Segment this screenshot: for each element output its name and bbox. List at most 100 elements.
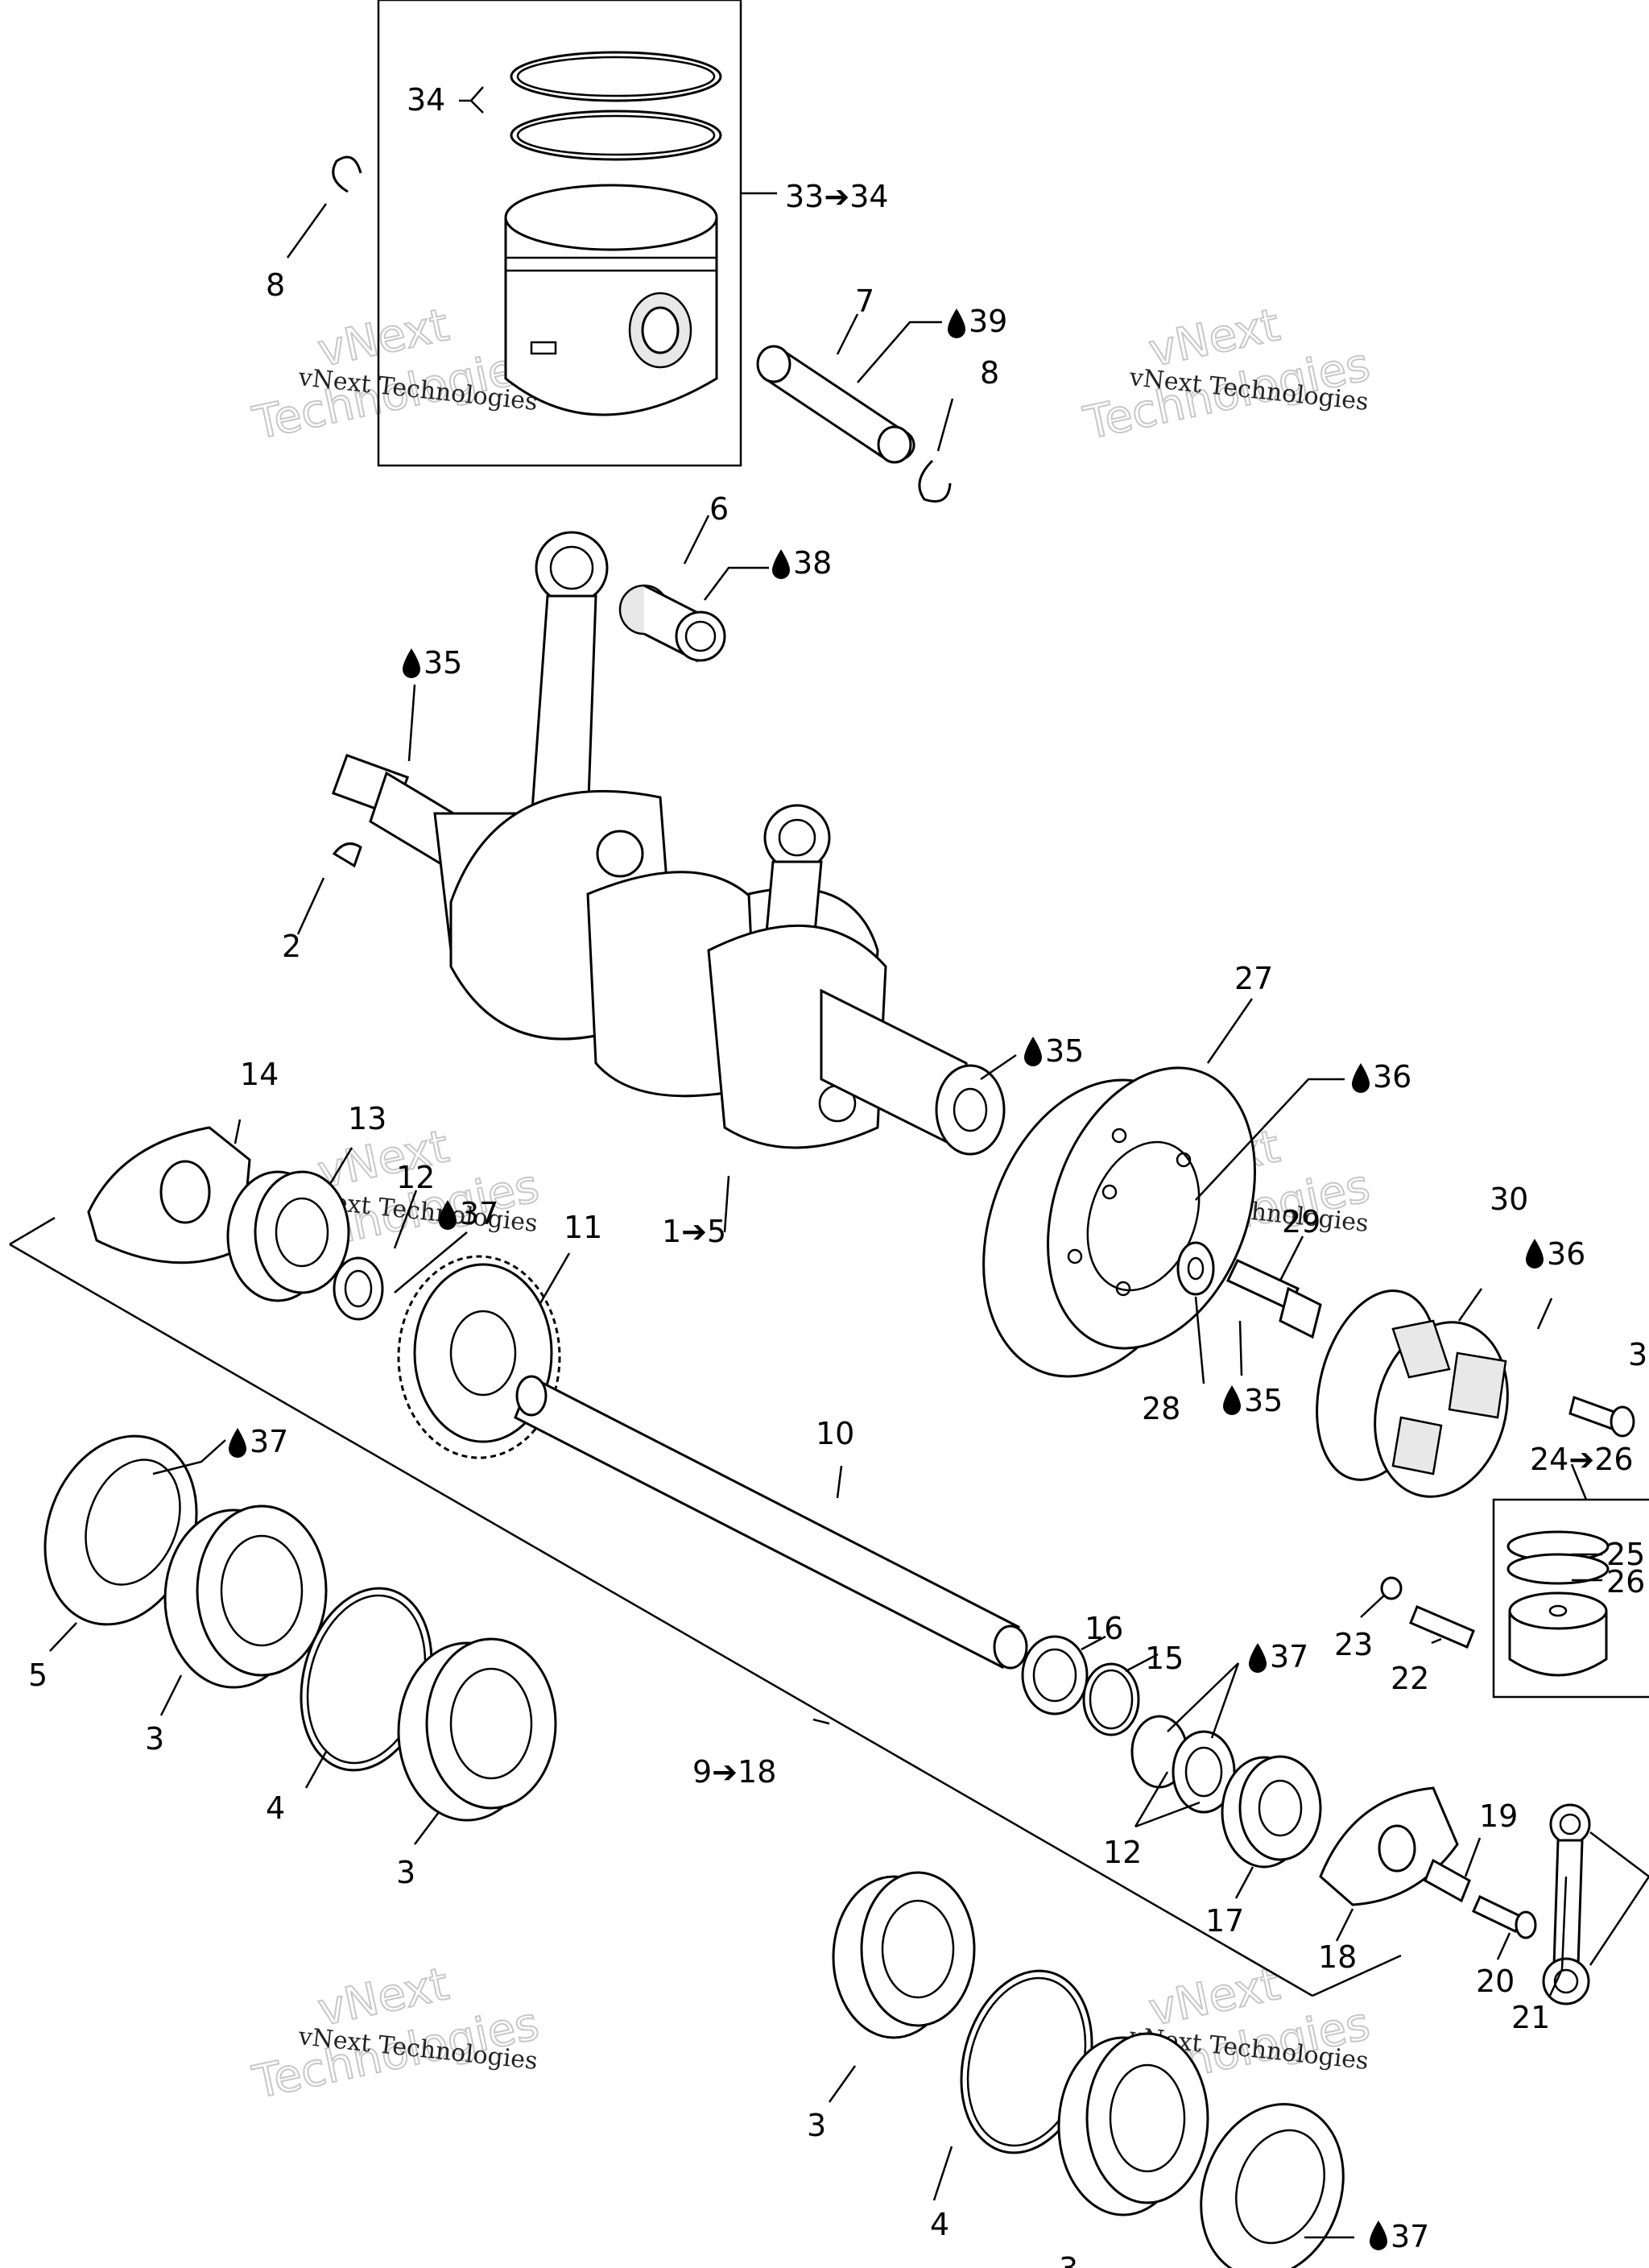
seal-37-bottom <box>1200 2103 1345 2268</box>
label-15: 15 <box>1145 1641 1184 1676</box>
washer-15 <box>1082 1662 1140 1736</box>
label-3-a: 3 <box>145 1721 164 1757</box>
label-26: 26 <box>1606 1564 1645 1600</box>
bearing-17 <box>1221 1755 1322 1869</box>
label-29: 29 <box>1282 1204 1320 1240</box>
seal-12-top <box>333 1256 384 1321</box>
counterweight-18 <box>1319 1786 1459 1906</box>
oil-drop-icon-35a <box>403 648 420 678</box>
label-22: 22 <box>1391 1661 1429 1696</box>
watermark-top-right: vNext Technologies vNext Technologies <box>1078 298 1374 451</box>
counterweight-14 <box>87 1126 251 1264</box>
label-37-mid: 37 <box>1270 1639 1308 1674</box>
hub-30 <box>1316 1289 1509 1498</box>
oil-drop-icon-35c <box>1223 1385 1241 1415</box>
label-13: 13 <box>348 1101 386 1136</box>
leader-lines <box>49 86 1649 2239</box>
label-35-mid: 35 <box>1045 1033 1084 1069</box>
label-23: 23 <box>1334 1627 1373 1662</box>
pin-22 <box>1409 1605 1475 1649</box>
label-7: 7 <box>855 284 874 319</box>
label-16: 16 <box>1085 1611 1123 1646</box>
label-6: 6 <box>709 491 729 527</box>
piston <box>504 184 718 416</box>
label-12-bottom: 12 <box>1103 1835 1142 1870</box>
oil-drop-icon-36a <box>1352 1063 1370 1093</box>
label-39: 39 <box>969 304 1007 339</box>
label-36-top: 36 <box>1373 1059 1411 1095</box>
sleeve-19 <box>1424 1858 1471 1903</box>
oil-drop-icon-37b <box>229 1428 246 1458</box>
label-5: 5 <box>28 1658 48 1693</box>
label-35-top: 35 <box>424 645 462 681</box>
label-24-26: 24➔26 <box>1530 1442 1634 1477</box>
label-12-top: 12 <box>396 1160 435 1195</box>
screw-31 <box>1568 1396 1635 1438</box>
bearing-13 <box>226 1170 350 1302</box>
label-10: 10 <box>816 1416 854 1451</box>
label-1-5: 1➔5 <box>662 1214 726 1249</box>
washer-28 <box>1176 1241 1215 1296</box>
piston-pin-7 <box>756 345 915 464</box>
oil-drop-icon-37d <box>1370 2220 1387 2250</box>
balance-shaft-10 <box>514 1375 1028 1670</box>
part-labels: 34 33➔34 8 7 39 8 6 38 35 2 27 35 36 14 … <box>28 82 1647 2268</box>
woodruff-key-2 <box>332 842 362 868</box>
needle-bearing-16 <box>1021 1635 1089 1715</box>
label-34: 34 <box>407 82 445 118</box>
label-17: 17 <box>1205 1903 1244 1939</box>
bearing-3-d <box>1057 2032 1209 2216</box>
label-20: 20 <box>1476 1964 1515 1999</box>
label-3-b: 3 <box>396 1855 415 1890</box>
label-36-mid: 36 <box>1547 1236 1585 1272</box>
watermark-bottom-left: vNext Technologies vNext Technologies <box>247 1957 543 2110</box>
label-3-d: 3 <box>1059 2251 1078 2268</box>
oil-drop-icon-37a <box>439 1200 457 1230</box>
oil-drop-icon-38 <box>772 549 790 579</box>
label-2: 2 <box>282 929 301 964</box>
label-21: 21 <box>1511 2000 1550 2035</box>
connecting-rod <box>530 531 609 823</box>
label-37-bottom: 37 <box>1391 2219 1429 2254</box>
oil-drop-icon-39 <box>948 308 965 338</box>
bearing-3-c <box>832 1871 976 2039</box>
circlip-8-right <box>918 459 952 503</box>
label-19: 19 <box>1479 1798 1518 1834</box>
label-25: 25 <box>1606 1537 1645 1572</box>
label-11: 11 <box>564 1210 602 1245</box>
screw-20 <box>1472 1894 1537 1939</box>
label-28: 28 <box>1142 1391 1180 1426</box>
oil-drop-icon-35b <box>1024 1037 1042 1066</box>
label-3-c: 3 <box>807 2108 826 2143</box>
label-37-left: 37 <box>250 1424 288 1459</box>
label-27: 27 <box>1234 961 1273 996</box>
label-9-18: 9➔18 <box>692 1754 776 1790</box>
label-18: 18 <box>1318 1939 1357 1975</box>
oil-drop-icon-37c <box>1249 1643 1267 1673</box>
label-33-34: 33➔34 <box>785 179 889 214</box>
label-35-bottom: 35 <box>1244 1383 1283 1418</box>
crankshaft <box>331 753 1006 1156</box>
label-3-right: 3 <box>1628 1337 1647 1372</box>
piston-assembly-box <box>377 0 742 467</box>
bearing-3-a <box>163 1504 328 1689</box>
piston-rings <box>510 51 722 161</box>
kit-box-24-26 <box>1492 1498 1649 1699</box>
balance-rod-21 <box>1542 1803 1591 2005</box>
label-4-a: 4 <box>266 1790 285 1826</box>
circlip-8-left <box>332 155 362 193</box>
nut-23 <box>1380 1576 1403 1600</box>
needle-bearing-6 <box>618 584 726 663</box>
seals-12-bottom <box>1130 1715 1236 1814</box>
label-37-top: 37 <box>460 1196 498 1231</box>
oil-drop-icon-36b <box>1526 1239 1544 1269</box>
label-30: 30 <box>1490 1182 1528 1217</box>
label-8-right: 8 <box>980 355 999 391</box>
label-14: 14 <box>240 1057 279 1092</box>
label-38: 38 <box>793 545 832 581</box>
assembly-9-18-outline <box>9 1216 1402 1997</box>
label-4-b: 4 <box>930 2207 949 2242</box>
watermark-top-left: vNext Technologies vNext Technologies <box>247 298 543 451</box>
